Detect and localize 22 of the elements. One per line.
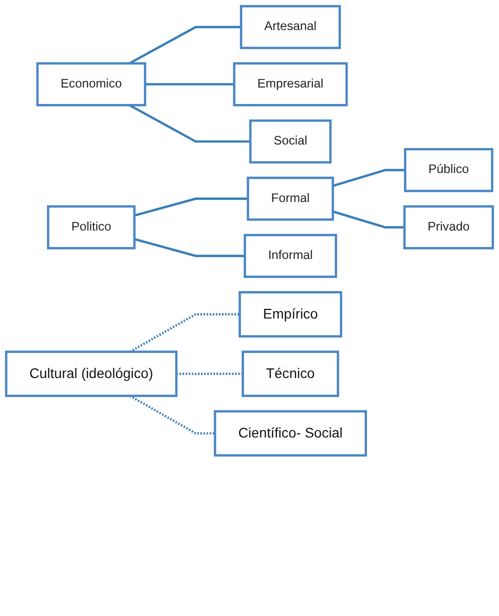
connector — [145, 83, 234, 86]
connector — [129, 394, 215, 435]
node-box: Artesanal — [240, 5, 341, 50]
node-box: Formal — [246, 176, 334, 221]
node-box: Público — [404, 148, 494, 192]
node-box: Empresarial — [233, 62, 348, 106]
connector — [128, 26, 242, 64]
connector — [129, 313, 240, 353]
connector — [134, 238, 245, 258]
node-box: Cultural (ideológico) — [5, 350, 178, 398]
node-box: Politico — [46, 205, 136, 250]
node-box: Privado — [403, 205, 494, 250]
node-box: Economico — [36, 62, 146, 106]
connector — [128, 104, 250, 143]
node-box: Social — [249, 119, 332, 164]
node-box: Técnico — [242, 350, 340, 398]
node-box: Científico- Social — [214, 410, 367, 457]
connector — [332, 210, 404, 228]
connector — [134, 198, 248, 217]
connector — [332, 168, 406, 187]
node-box: Empírico — [238, 291, 342, 338]
node-box: Informal — [244, 234, 338, 278]
